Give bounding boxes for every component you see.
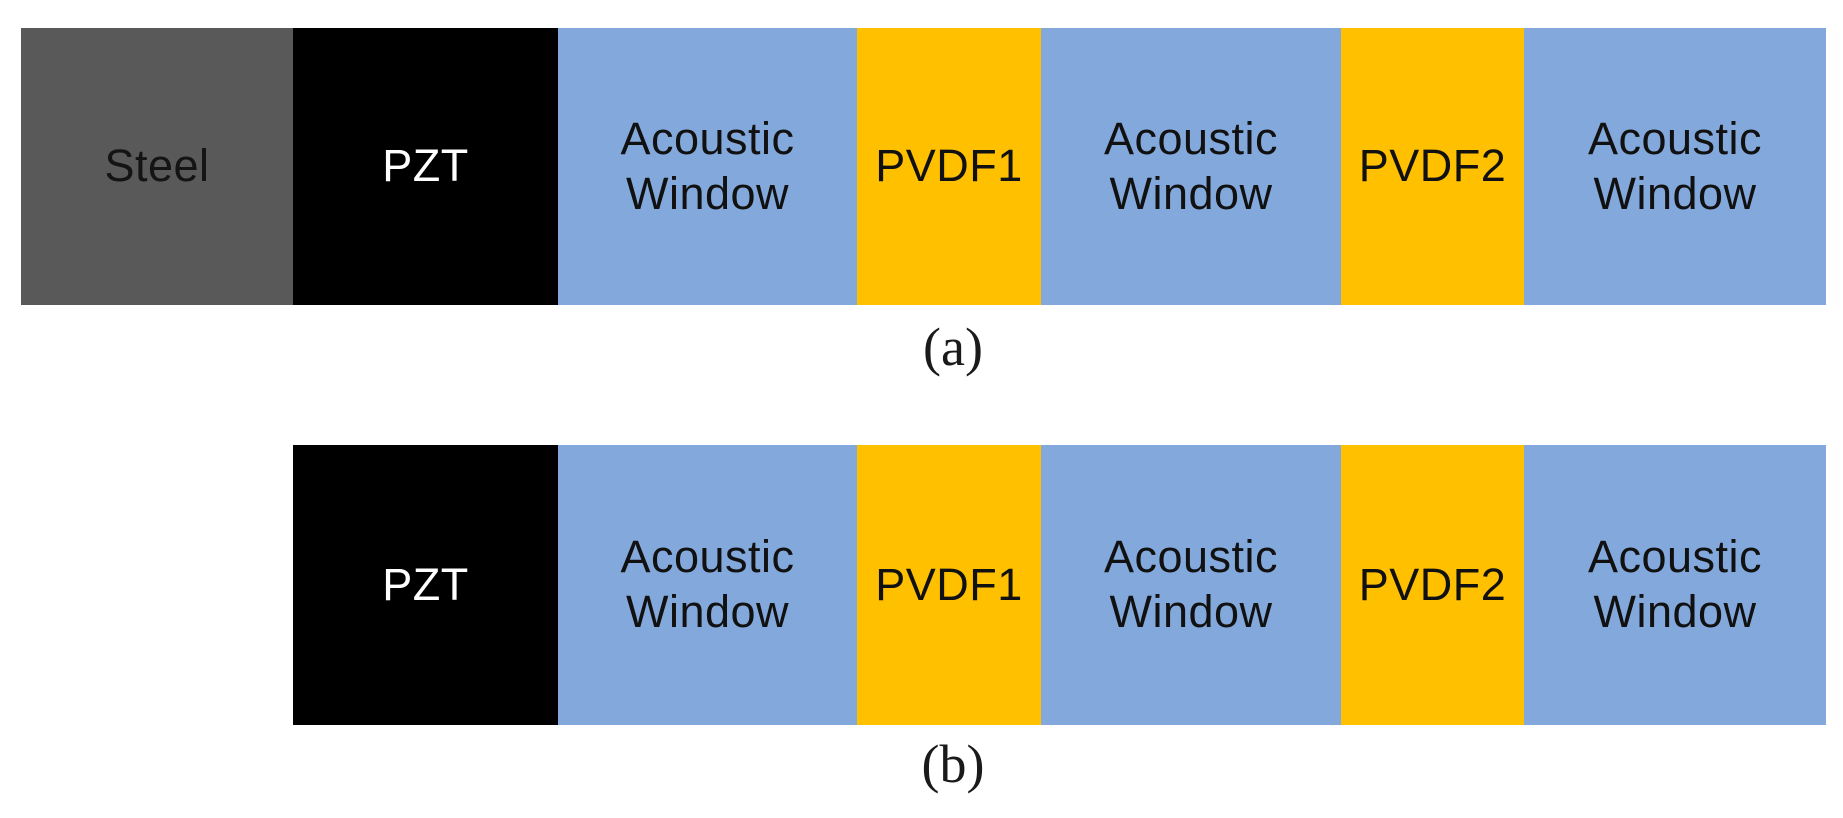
block-label: Acoustic Window xyxy=(1103,112,1279,219)
block-acoustic-window: Acoustic Window xyxy=(558,28,857,305)
block-label: PZT xyxy=(382,558,469,610)
block-label: PVDF1 xyxy=(875,140,1023,192)
block-label: PZT xyxy=(382,140,469,192)
block-acoustic-window: Acoustic Window xyxy=(1524,28,1826,305)
stack-row-b: PZT Acoustic Window PVDF1 Acoustic Windo… xyxy=(293,445,1826,725)
block-acoustic-window: Acoustic Window xyxy=(1041,28,1341,305)
block-pvdf2: PVDF2 xyxy=(1341,28,1524,305)
block-pzt: PZT xyxy=(293,445,558,725)
caption-b: (b) xyxy=(921,734,985,794)
block-label: Acoustic Window xyxy=(620,531,795,637)
block-acoustic-window: Acoustic Window xyxy=(558,445,857,725)
block-acoustic-window: Acoustic Window xyxy=(1041,445,1341,725)
block-label: Acoustic Window xyxy=(1103,531,1279,637)
block-label: PVDF1 xyxy=(875,558,1023,610)
block-label: Steel xyxy=(104,140,210,192)
block-pvdf2: PVDF2 xyxy=(1341,445,1524,725)
block-label: PVDF2 xyxy=(1358,140,1507,192)
block-label: PVDF2 xyxy=(1358,558,1507,610)
block-label: Acoustic Window xyxy=(1587,112,1763,219)
block-steel: Steel xyxy=(21,28,293,305)
block-label: Acoustic Window xyxy=(620,112,795,219)
caption-a: (a) xyxy=(923,317,983,377)
block-pzt: PZT xyxy=(293,28,558,305)
block-pvdf1: PVDF1 xyxy=(857,445,1041,725)
stack-row-a: Steel PZT Acoustic Window PVDF1 Acoustic… xyxy=(21,28,1826,305)
block-acoustic-window: Acoustic Window xyxy=(1524,445,1826,725)
block-label: Acoustic Window xyxy=(1587,531,1763,637)
block-pvdf1: PVDF1 xyxy=(857,28,1041,305)
